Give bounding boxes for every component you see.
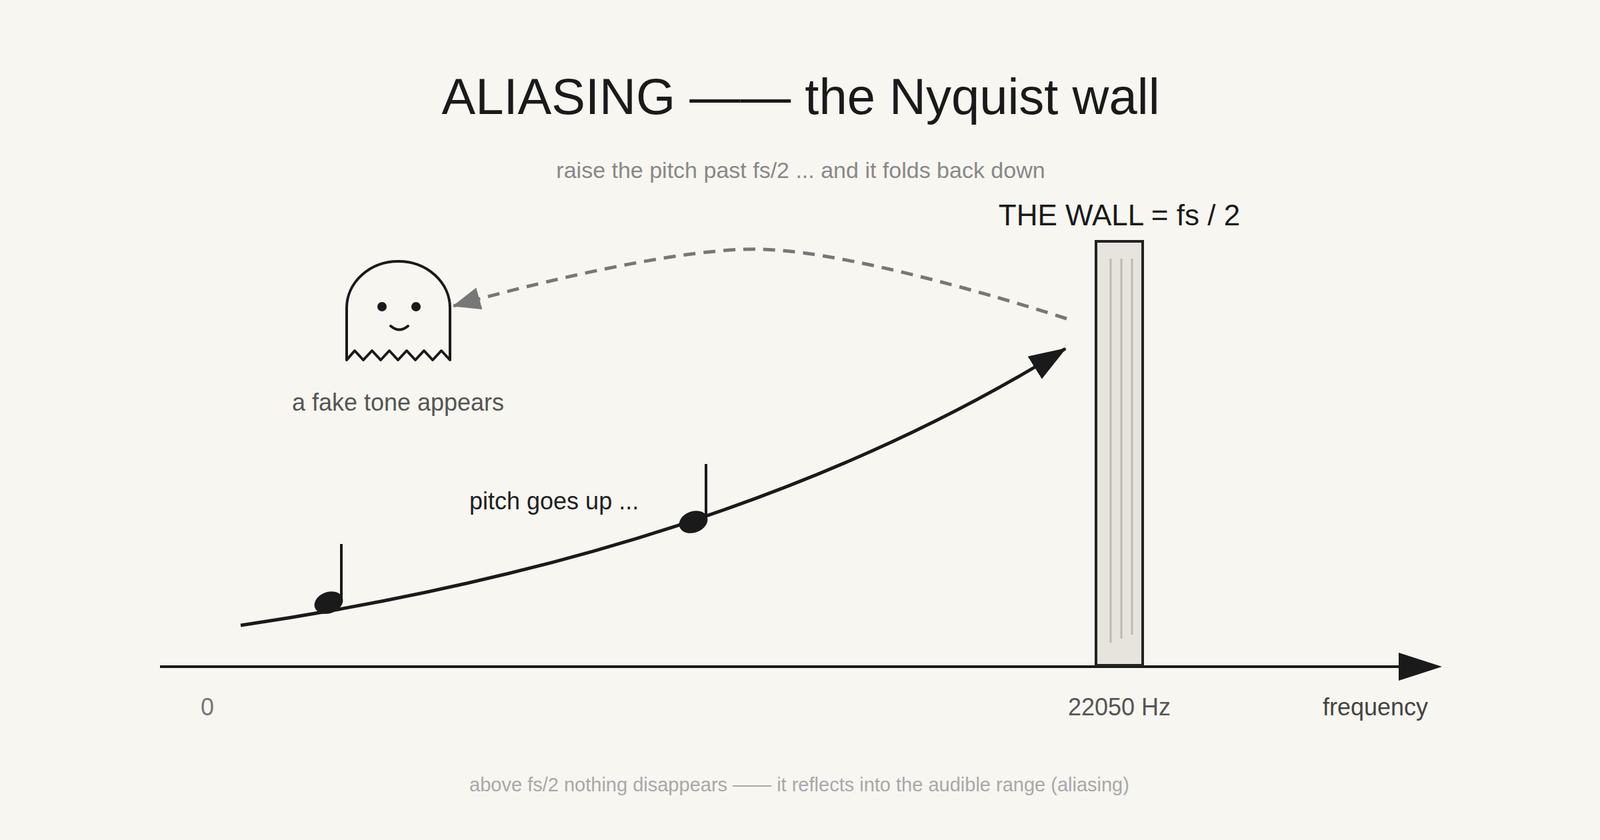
axis-tick: 22050 Hz: [1068, 693, 1171, 721]
rising-pitch-curve: [240, 348, 1066, 626]
axis-arrowhead: [1398, 652, 1442, 681]
ghost-figure: a fake tone appears: [284, 260, 512, 417]
nyquist-wall: THE WALL = fs / 2: [1094, 240, 1144, 667]
caption: above fs/2 nothing disappears —— it refl…: [469, 774, 1130, 796]
axis-title: frequency: [1322, 693, 1428, 721]
fold-back-arrow: [454, 249, 1068, 319]
title: ALIASING —— the Nyquist wall: [441, 67, 1160, 126]
wall-heading: THE WALL = fs / 2: [998, 198, 1240, 232]
axis-tick: 0: [200, 693, 214, 721]
ghost-caption: a fake tone appears: [284, 388, 512, 417]
frequency-axis: [160, 665, 1407, 668]
curve-label: pitch goes up ...: [466, 487, 642, 515]
music-note: [311, 544, 346, 618]
wall-texture: [1097, 242, 1142, 664]
ghost-outline: [344, 260, 453, 362]
subtitle: raise the pitch past fs/2 ... and it fol…: [556, 157, 1045, 184]
music-note: [676, 464, 711, 538]
